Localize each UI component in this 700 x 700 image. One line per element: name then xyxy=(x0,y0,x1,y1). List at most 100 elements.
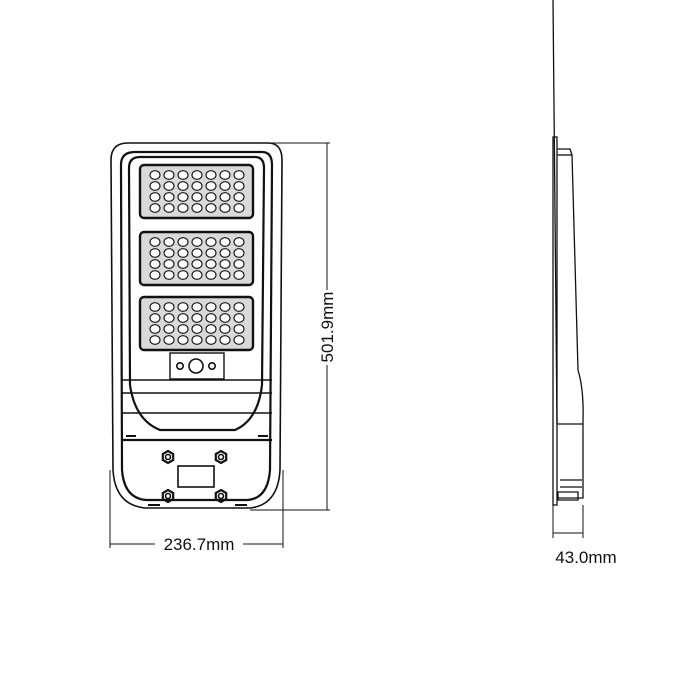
led-icon xyxy=(177,181,189,191)
led-icon xyxy=(149,203,161,213)
panel-frame xyxy=(127,155,266,432)
led-icon xyxy=(233,270,245,280)
dimension-lines xyxy=(109,142,584,548)
led-icon xyxy=(233,324,245,334)
sensor-box xyxy=(169,352,225,380)
side-view xyxy=(552,0,584,506)
led-icon xyxy=(163,324,175,334)
led-icon xyxy=(219,335,231,345)
led-icon xyxy=(191,181,203,191)
led-icon xyxy=(233,259,245,269)
led-icon xyxy=(233,203,245,213)
led-icon xyxy=(205,259,217,269)
led-icon xyxy=(163,203,175,213)
bolt-hole xyxy=(217,492,225,500)
led-icon xyxy=(205,313,217,323)
led-icon xyxy=(177,324,189,334)
mounting-nuts xyxy=(161,449,228,504)
led-icon xyxy=(233,170,245,180)
led-icon xyxy=(219,237,231,247)
led-icon xyxy=(233,248,245,258)
led-icon xyxy=(233,192,245,202)
led-panels xyxy=(138,163,255,352)
led-icon xyxy=(205,192,217,202)
led-icon xyxy=(219,170,231,180)
led-icon xyxy=(233,313,245,323)
hex-nut-icon xyxy=(214,449,228,465)
led-icon xyxy=(191,170,203,180)
led-icon xyxy=(219,203,231,213)
led-icon xyxy=(177,270,189,280)
led-icon xyxy=(191,302,203,312)
led-icon xyxy=(191,237,203,247)
led-icon xyxy=(191,313,203,323)
led-icon xyxy=(233,181,245,191)
led-icon xyxy=(163,192,175,202)
led-icon xyxy=(219,192,231,202)
led-icon xyxy=(205,181,217,191)
led-icon xyxy=(219,181,231,191)
led-icon xyxy=(205,237,217,247)
led-icon xyxy=(177,237,189,247)
bolt-hole xyxy=(164,453,172,461)
sensor-lens-icon xyxy=(188,358,204,374)
width-dimension-label: 236.7mm xyxy=(164,535,235,554)
led-icon xyxy=(219,324,231,334)
led-icon xyxy=(191,324,203,334)
led-icon xyxy=(163,302,175,312)
led-icon xyxy=(177,335,189,345)
led-icon xyxy=(219,302,231,312)
led-panel xyxy=(138,163,255,220)
led-icon xyxy=(149,324,161,334)
led-icon xyxy=(149,248,161,258)
led-icon xyxy=(149,335,161,345)
led-icon xyxy=(149,259,161,269)
led-icon xyxy=(191,270,203,280)
led-icon xyxy=(191,203,203,213)
minus-terminal-icon xyxy=(208,361,217,370)
led-panel xyxy=(138,230,255,287)
housing-inner-outline xyxy=(119,150,274,502)
led-icon xyxy=(163,248,175,258)
led-icon xyxy=(149,313,161,323)
led-icon xyxy=(163,335,175,345)
led-icon xyxy=(177,302,189,312)
led-icon xyxy=(205,302,217,312)
led-icon xyxy=(205,203,217,213)
led-icon xyxy=(233,302,245,312)
led-icon xyxy=(163,313,175,323)
led-icon xyxy=(205,248,217,258)
led-icon xyxy=(191,259,203,269)
led-icon xyxy=(149,192,161,202)
led-icon xyxy=(177,203,189,213)
hex-nut-icon xyxy=(161,449,175,465)
mount-plate xyxy=(177,465,215,488)
led-icon xyxy=(177,170,189,180)
led-icon xyxy=(163,181,175,191)
led-icon xyxy=(163,270,175,280)
plus-terminal-icon xyxy=(176,361,185,370)
hex-nut-icon xyxy=(161,488,175,504)
led-icon xyxy=(177,248,189,258)
led-icon xyxy=(163,237,175,247)
led-icon xyxy=(163,259,175,269)
led-icon xyxy=(233,335,245,345)
led-icon xyxy=(219,248,231,258)
led-icon xyxy=(149,302,161,312)
bolt-hole xyxy=(217,453,225,461)
led-icon xyxy=(149,181,161,191)
led-icon xyxy=(205,270,217,280)
led-icon xyxy=(177,313,189,323)
led-icon xyxy=(149,270,161,280)
led-icon xyxy=(191,248,203,258)
depth-dimension-label: 43.0mm xyxy=(555,548,616,567)
led-icon xyxy=(233,237,245,247)
led-icon xyxy=(205,170,217,180)
led-icon xyxy=(177,192,189,202)
led-icon xyxy=(163,170,175,180)
led-panel xyxy=(138,295,255,352)
led-icon xyxy=(205,324,217,334)
led-icon xyxy=(177,259,189,269)
height-dimension-label: 501.9mm xyxy=(318,292,337,363)
